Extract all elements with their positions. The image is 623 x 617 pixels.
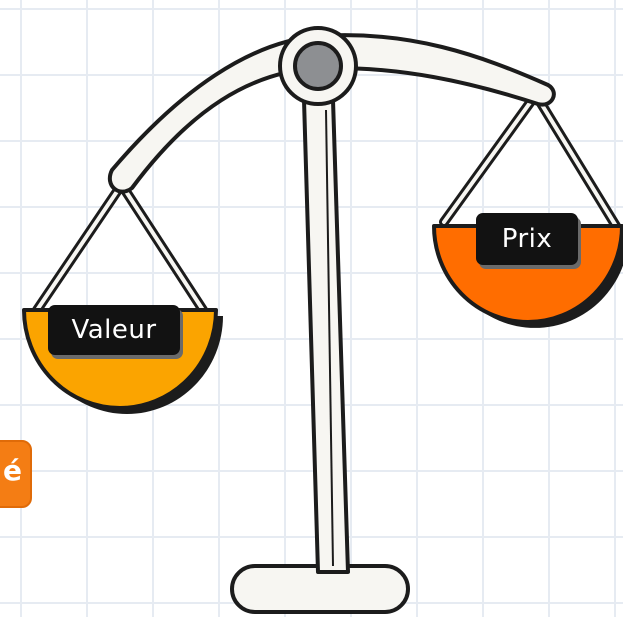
- pivot-hub: [293, 41, 343, 91]
- valeur-label-text: Valeur: [71, 315, 157, 345]
- edge-badge: é: [0, 440, 32, 508]
- valeur-label: Valeur: [48, 305, 180, 355]
- prix-label: Prix: [476, 213, 578, 265]
- prix-label-text: Prix: [501, 224, 553, 254]
- pillar-groove: [325, 109, 334, 567]
- edge-badge-glyph: é: [3, 454, 22, 487]
- left-chain-outer-fill: [35, 188, 120, 312]
- right-chain-outer-fill: [442, 98, 534, 224]
- right-chain-inner-fill: [537, 98, 618, 228]
- left-chain-inner-fill: [123, 188, 205, 312]
